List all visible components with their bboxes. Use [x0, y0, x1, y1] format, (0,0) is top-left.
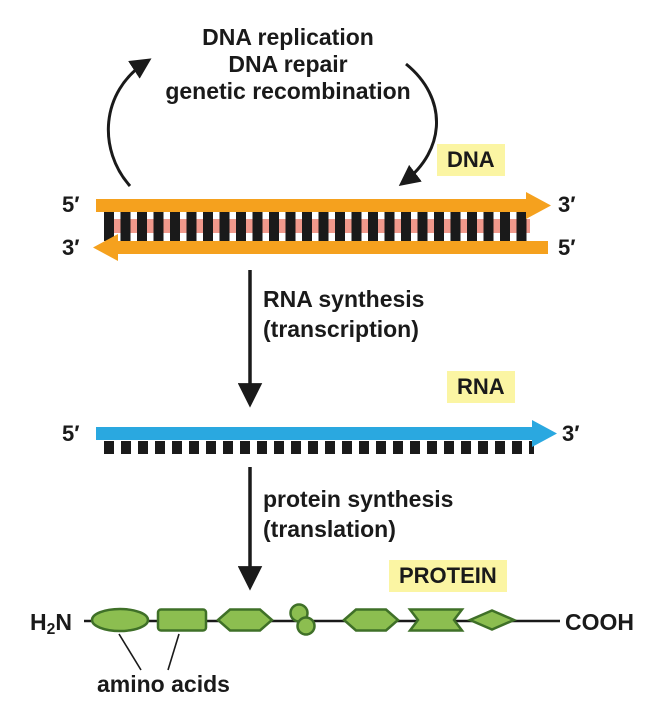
- rna-strand-arrowhead: [532, 420, 557, 447]
- rna-right-end-label: 3′: [562, 421, 580, 446]
- amino-acid-shape-6: [407, 608, 465, 632]
- dna-bottom-strand-bar: [118, 241, 548, 254]
- callout-line-2: [167, 633, 180, 671]
- cycle-arrow-right: [398, 62, 438, 186]
- protein-chain: [84, 603, 560, 636]
- dna-base-pair-ticks: [104, 212, 530, 241]
- callout-line-1: [118, 633, 142, 671]
- dna-top-right-end-label: 3′: [558, 192, 576, 217]
- dna-top-strand-arrowhead: [526, 192, 551, 219]
- amino-acid-shape-7: [466, 609, 518, 631]
- cycle-labels: DNA replication DNA repair genetic recom…: [98, 24, 478, 105]
- dna-bottom-right-end-label: 5′: [558, 235, 576, 260]
- dna-bottom-strand-arrowhead: [93, 234, 118, 261]
- n-terminus-n: N: [55, 609, 72, 635]
- dna-top-strand-bar: [96, 199, 526, 212]
- amino-acid-shape-4b: [296, 616, 316, 636]
- translation-label-line2: (translation): [263, 516, 396, 542]
- translation-label-line1: protein synthesis: [263, 486, 454, 512]
- protein-tag: PROTEIN: [389, 560, 507, 592]
- amino-acid-shape-1: [90, 607, 150, 633]
- dna-top-left-end-label: 5′: [62, 192, 80, 217]
- rna-left-end-label: 5′: [62, 421, 80, 446]
- transcription-label: RNA synthesis (transcription): [263, 284, 424, 344]
- amino-acid-shape-2: [156, 608, 208, 632]
- transcription-label-line1: RNA synthesis: [263, 286, 425, 312]
- amino-acid-shape-5: [342, 608, 400, 632]
- rna-tag: RNA: [447, 371, 515, 403]
- cycle-label-repair: DNA repair: [228, 51, 348, 77]
- translation-label: protein synthesis (translation): [263, 484, 453, 544]
- cycle-arrow-left: [106, 58, 152, 187]
- cycle-label-replication: DNA replication: [202, 24, 374, 50]
- amino-acids-callout-label: amino acids: [97, 671, 230, 697]
- n-terminus-h: H: [30, 609, 47, 635]
- amino-acid-shape-3: [216, 608, 274, 632]
- n-terminus-label: H2N: [30, 609, 72, 639]
- n-terminus-subscript: 2: [46, 621, 56, 639]
- dna-tag: DNA: [437, 144, 505, 176]
- rna-strand-bar: [96, 427, 532, 440]
- rna-base-ticks: [104, 441, 534, 454]
- dna-bottom-left-end-label: 3′: [62, 235, 80, 260]
- c-terminus-label: COOH: [565, 609, 634, 635]
- transcription-label-line2: (transcription): [263, 316, 419, 342]
- cycle-label-recombination: genetic recombination: [165, 78, 411, 104]
